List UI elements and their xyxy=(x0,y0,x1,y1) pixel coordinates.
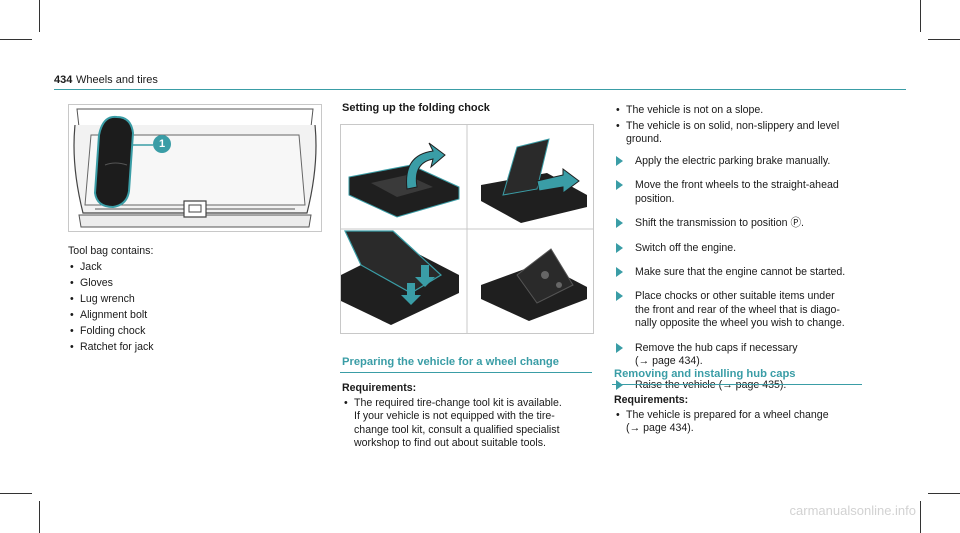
requirements-label: Requirements: xyxy=(342,382,417,394)
tool-bag-item: Jack xyxy=(68,261,318,275)
step-line: Place chocks or other suitable items und… xyxy=(635,290,835,303)
header-rule xyxy=(54,89,906,90)
bullet-item: The vehicle is not on a slope. xyxy=(614,104,874,118)
crop-mark xyxy=(920,0,921,32)
instruction-step: Shift the transmission to position Ⓟ. xyxy=(614,217,884,230)
bullet-item: The required tire-change tool kit is ava… xyxy=(342,397,592,451)
bullet-line: The vehicle is not on a slope. xyxy=(626,104,764,116)
tool-bag-intro: Tool bag contains: xyxy=(68,245,154,257)
step-line: Apply the electric parking brake manuall… xyxy=(635,155,831,167)
folding-chock-title: Setting up the folding chock xyxy=(342,102,490,114)
bullet-line: The required tire-change tool kit is ava… xyxy=(354,397,562,409)
instruction-step: Switch off the engine. xyxy=(614,242,884,255)
tool-bag-item: Folding chock xyxy=(68,325,318,339)
preparing-title: Preparing the vehicle for a wheel change xyxy=(342,356,559,368)
step-line: Raise the vehicle (→ page 435). xyxy=(635,379,787,392)
step-line: Switch off the engine. xyxy=(635,241,737,254)
tool-bag-item: Lug wrench xyxy=(68,293,318,307)
bullet-line: ground. xyxy=(626,133,662,146)
step-arrow-icon xyxy=(616,242,623,253)
step-line: nally opposite the wheel you wish to cha… xyxy=(635,317,845,330)
bullet-line: The vehicle is on solid, non-slippery an… xyxy=(626,119,840,132)
step-arrow-icon xyxy=(616,267,623,278)
hubcaps-requirements-list: The vehicle is prepared for a wheel chan… xyxy=(614,409,874,438)
folding-chock-illustration xyxy=(341,125,593,333)
crop-mark xyxy=(0,493,32,494)
step-line: Shift the transmission to position Ⓟ. xyxy=(635,217,804,230)
step-line: (→ page 434). xyxy=(635,355,703,368)
step-line: position. xyxy=(635,192,675,205)
page-number: 434 xyxy=(54,74,73,86)
tool-bag-item: Gloves xyxy=(68,277,318,291)
tool-bag-item: Alignment bolt xyxy=(68,309,318,323)
requirements-list: The required tire-change tool kit is ava… xyxy=(342,397,592,453)
crop-mark xyxy=(39,0,40,32)
tool-bag-item: Ratchet for jack xyxy=(68,341,318,355)
crop-mark xyxy=(928,39,960,40)
instruction-step: Apply the electric parking brake manuall… xyxy=(614,155,884,168)
steps-list: Apply the electric parking brake manuall… xyxy=(614,155,884,404)
folding-chock-figure xyxy=(340,124,594,334)
bullet-line: workshop to find out about suitable tool… xyxy=(354,437,546,450)
trunk-illustration xyxy=(69,105,321,231)
instruction-step: Raise the vehicle (→ page 435). xyxy=(614,379,884,392)
instruction-step: Place chocks or other suitable items und… xyxy=(614,290,884,330)
bullet-item: The vehicle is prepared for a wheel chan… xyxy=(614,409,874,436)
hubcaps-rule xyxy=(612,384,862,385)
step-line: Remove the hub caps if necessary xyxy=(635,341,798,354)
hubcaps-requirements-label: Requirements: xyxy=(614,394,689,406)
crop-mark xyxy=(920,501,921,533)
crop-mark xyxy=(0,39,32,40)
bullet-line: If your vehicle is not equipped with the… xyxy=(354,410,555,423)
bullet-line: change tool kit, consult a qualified spe… xyxy=(354,423,560,436)
step-line: Make sure that the engine cannot be star… xyxy=(635,266,846,279)
step-arrow-icon xyxy=(616,156,623,166)
hubcaps-title: Removing and installing hub caps xyxy=(614,368,796,380)
step-arrow-icon xyxy=(616,342,623,353)
step-line: Move the front wheels to the straight-ah… xyxy=(635,179,839,192)
step-arrow-icon xyxy=(616,291,623,302)
crop-mark xyxy=(928,493,960,494)
trunk-figure: 1 xyxy=(68,104,322,232)
tool-bag-list: JackGlovesLug wrenchAlignment boltFoldin… xyxy=(68,261,318,356)
step-arrow-icon xyxy=(616,380,623,391)
watermark: carmanualsonline.info xyxy=(789,503,916,518)
instruction-step: Remove the hub caps if necessary(→ page … xyxy=(614,342,884,369)
conditions-list: The vehicle is not on a slope. The vehicl… xyxy=(614,104,874,149)
crop-mark xyxy=(39,501,40,533)
callout-badge: 1 xyxy=(153,135,171,153)
instruction-step: Make sure that the engine cannot be star… xyxy=(614,266,884,279)
page-header-title: Wheels and tires xyxy=(76,74,158,86)
step-arrow-icon xyxy=(616,218,623,229)
bullet-line: The vehicle is prepared for a wheel chan… xyxy=(626,409,829,421)
preparing-rule xyxy=(340,372,592,373)
step-line: the front and rear of the wheel that is … xyxy=(635,303,840,316)
instruction-step: Move the front wheels to the straight-ah… xyxy=(614,179,884,206)
bullet-line: (→ page 434). xyxy=(626,422,694,435)
step-arrow-icon xyxy=(616,180,623,191)
bullet-item: The vehicle is on solid, non-slippery an… xyxy=(614,120,874,147)
